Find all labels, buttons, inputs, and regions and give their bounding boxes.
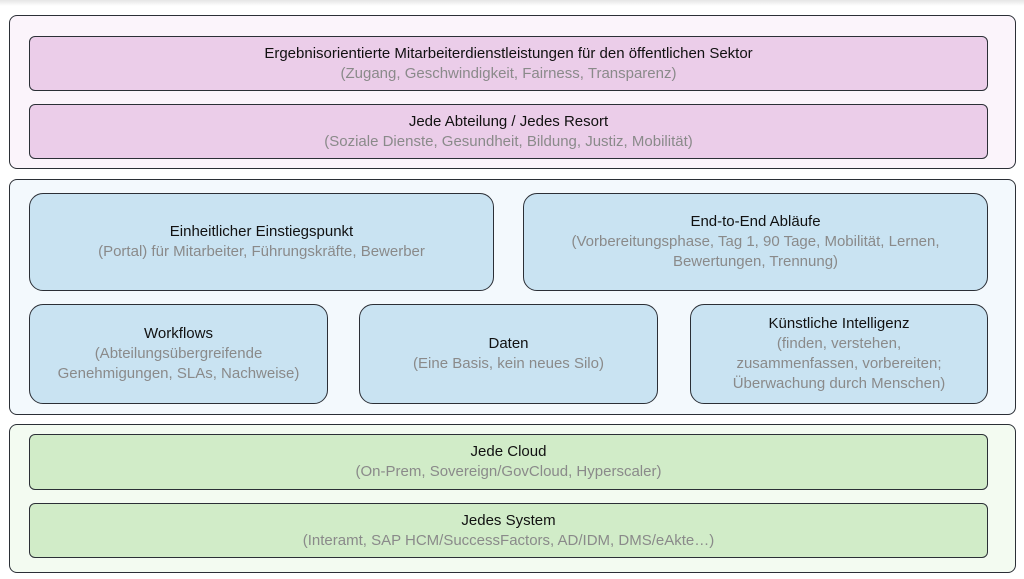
system-subtitle: (Interamt, SAP HCM/SuccessFactors, AD/ID… [302, 531, 715, 549]
departments-subtitle: (Soziale Dienste, Gesundheit, Bildung, J… [324, 132, 693, 150]
entry-point-title: Einheitlicher Einstiegspunkt [169, 223, 354, 240]
top-divider [0, 0, 1024, 6]
system-title: Jedes System [461, 511, 556, 529]
ai-box: Künstliche Intelligenz (finden, verstehe… [690, 304, 988, 404]
end-to-end-box: End-to-End Abläufe (Vorbereitungsphase, … [523, 193, 988, 291]
departments-title: Jede Abteilung / Jedes Resort [408, 112, 609, 130]
entry-point-box: Einheitlicher Einstiegspunkt (Portal) fü… [29, 193, 494, 291]
data-subtitle: (Eine Basis, kein neues Silo) [413, 355, 604, 372]
data-title: Daten [488, 335, 529, 352]
outcomes-subtitle: (Zugang, Geschwindigkeit, Fairness, Tran… [340, 64, 677, 82]
end-to-end-title: End-to-End Abläufe [690, 213, 821, 230]
workflows-subtitle: (Abteilungsübergreifende Genehmigungen, … [57, 345, 300, 382]
cloud-subtitle: (On-Prem, Sovereign/GovCloud, Hyperscale… [355, 463, 662, 480]
departments-box: Jede Abteilung / Jedes Resort (Soziale D… [29, 104, 988, 159]
workflows-title: Workflows [144, 325, 213, 342]
system-box: Jedes System (Interamt, SAP HCM/SuccessF… [29, 503, 988, 558]
workflows-box: Workflows (Abteilungsübergreifende Geneh… [29, 304, 328, 404]
end-to-end-subtitle: (Vorbereitungsphase, Tag 1, 90 Tage, Mob… [571, 233, 940, 270]
entry-point-subtitle: (Portal) für Mitarbeiter, Führungskräfte… [98, 243, 425, 260]
cloud-box: Jede Cloud (On-Prem, Sovereign/GovCloud,… [29, 434, 988, 490]
ai-subtitle: (finden, verstehen, zusammenfassen, vorb… [732, 335, 946, 392]
ai-title: Künstliche Intelligenz [768, 315, 910, 332]
data-box: Daten (Eine Basis, kein neues Silo) [359, 304, 658, 404]
outcomes-title: Ergebnisorientierte Mitarbeiterdienstlei… [264, 44, 753, 62]
cloud-title: Jede Cloud [470, 443, 547, 460]
outcomes-box: Ergebnisorientierte Mitarbeiterdienstlei… [29, 36, 988, 91]
